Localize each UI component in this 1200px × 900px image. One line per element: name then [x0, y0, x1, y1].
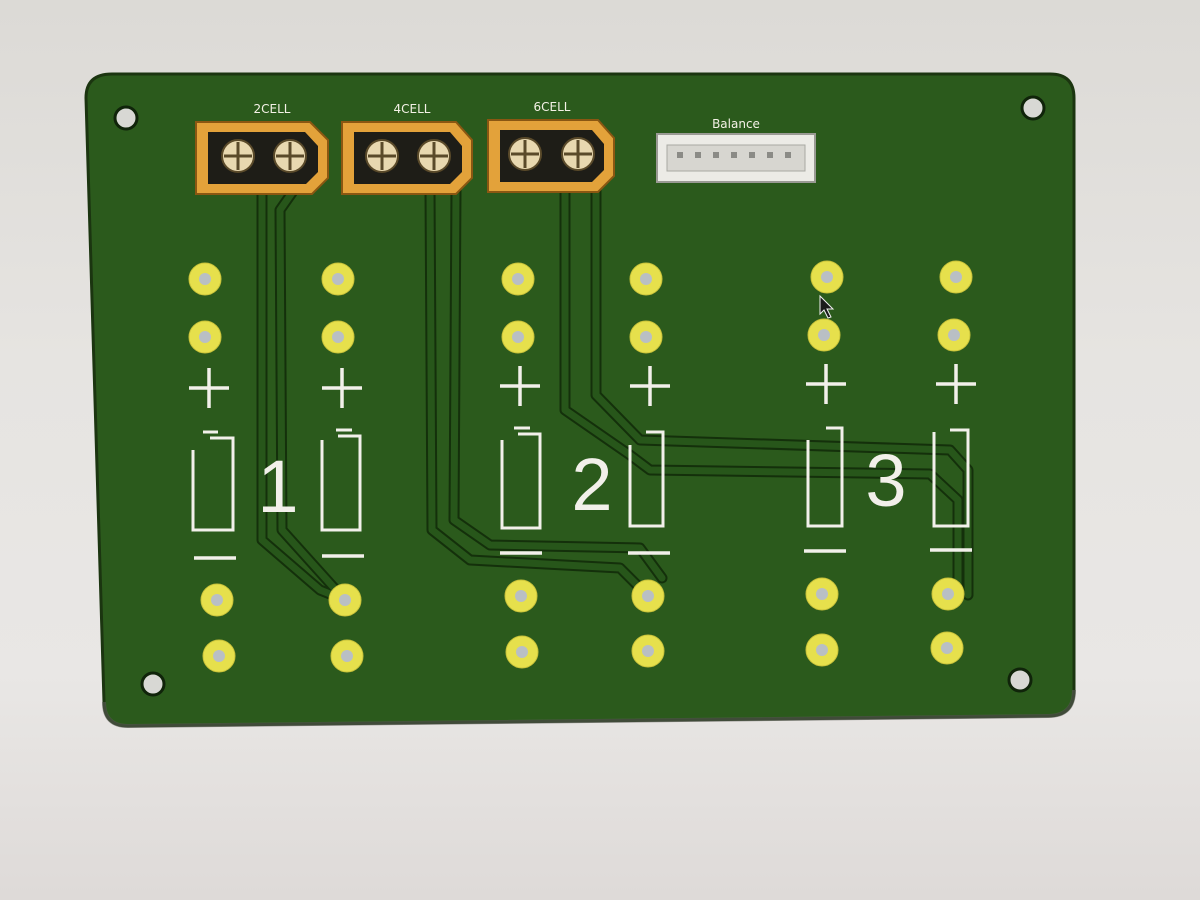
mouse-pointer-icon — [819, 294, 835, 319]
connector-6cell[interactable]: 6CELL — [487, 100, 615, 193]
cell-group-number: 3 — [865, 439, 906, 522]
traces — [256, 184, 974, 606]
cell-group-number: 1 — [257, 445, 298, 528]
connector-label-6cell: 6CELL — [534, 100, 571, 114]
minus-signs — [194, 548, 972, 560]
balance-connector[interactable]: Balance — [656, 117, 816, 183]
cell-group-labels: 1 2 3 — [257, 439, 906, 528]
pads — [188, 260, 973, 673]
battery-outlines — [191, 426, 970, 532]
plus-signs — [189, 364, 976, 408]
connector-2cell[interactable]: 2CELL — [195, 102, 329, 195]
connector-label-4cell: 4CELL — [394, 102, 431, 116]
balance-label: Balance — [712, 117, 760, 131]
mounting-holes — [113, 95, 1046, 697]
polarity-marks — [189, 364, 976, 560]
connector-4cell[interactable]: 4CELL — [341, 102, 473, 195]
connector-label-2cell: 2CELL — [254, 102, 291, 116]
cell-group-number: 2 — [571, 443, 612, 526]
